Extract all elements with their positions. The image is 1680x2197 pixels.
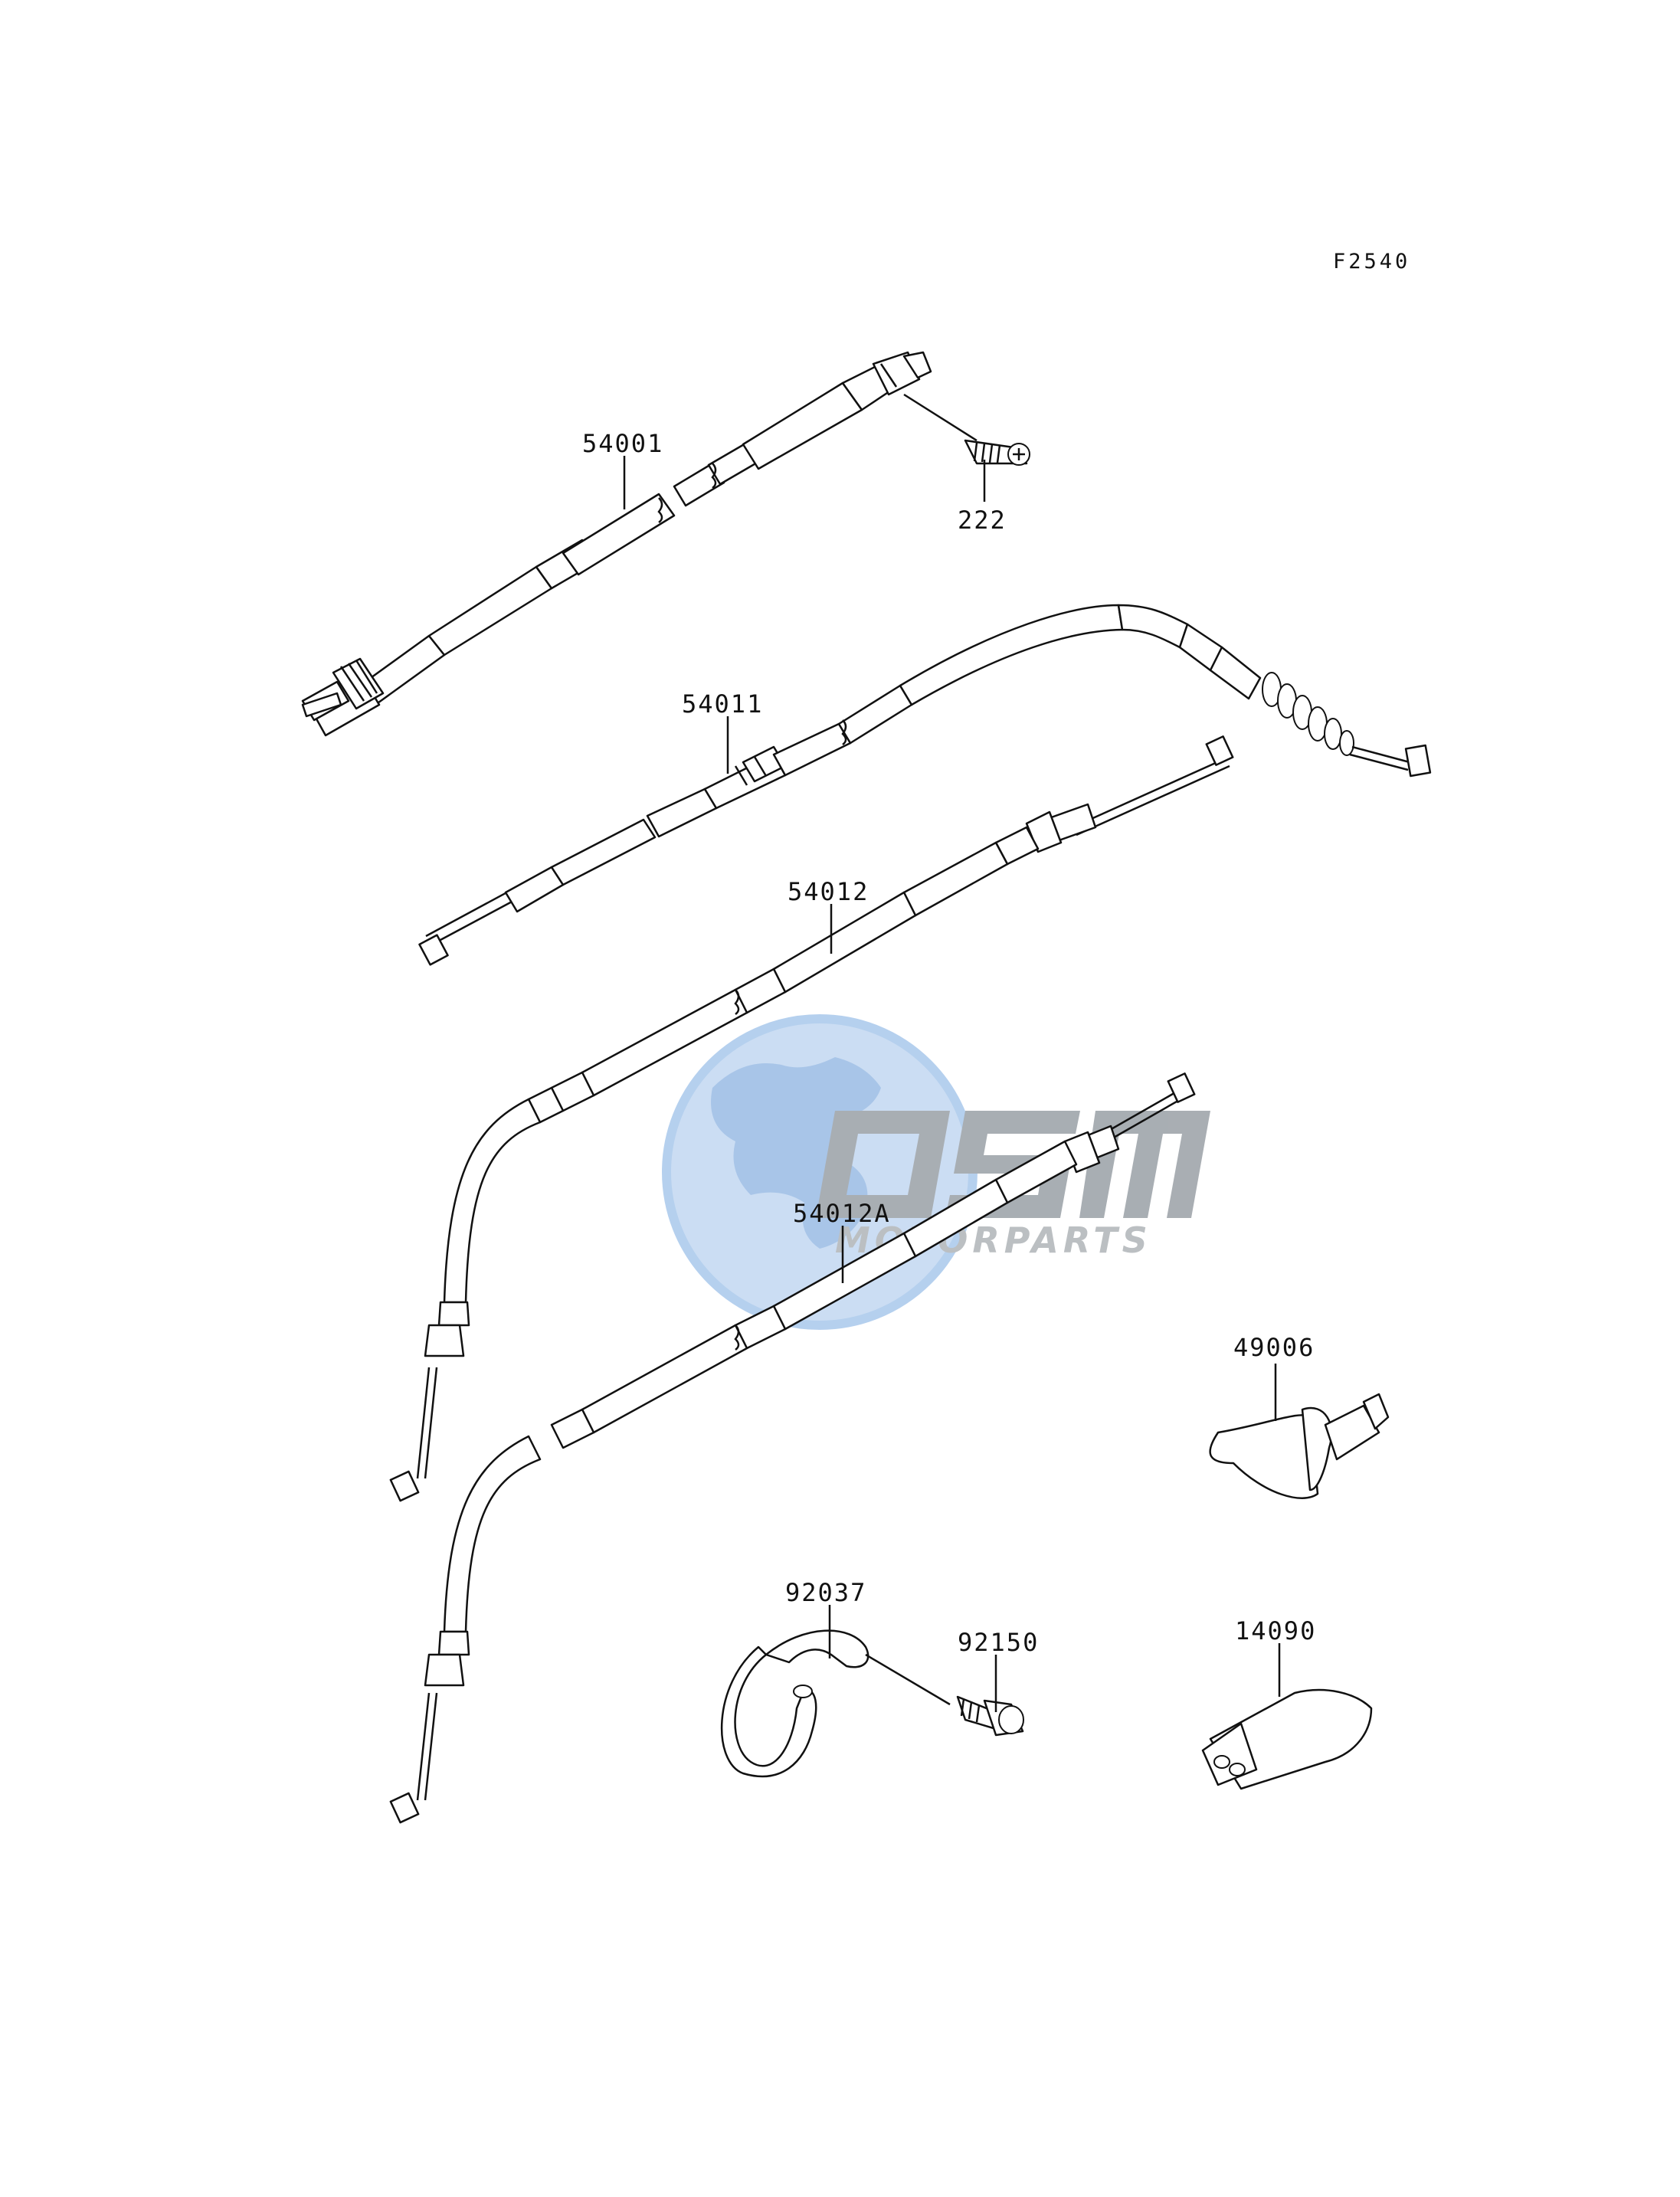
- screw-222: [903, 393, 1030, 466]
- part-number-54012: 54012: [788, 877, 869, 906]
- part-number-54012A: 54012A: [793, 1199, 891, 1228]
- clamp-92037: [720, 1629, 869, 1778]
- part-number-222: 222: [958, 506, 1007, 535]
- part-number-54001: 54001: [582, 429, 663, 458]
- clutch-cable-alt: [389, 1072, 1196, 1824]
- diagram-code: F2540: [1333, 250, 1410, 273]
- part-number-92150: 92150: [958, 1628, 1039, 1657]
- part-number-54011: 54011: [682, 689, 763, 719]
- watermark-logo: MOTORPARTS: [662, 1014, 1210, 1330]
- speedometer-cable: [301, 351, 932, 737]
- part-number-92037: 92037: [785, 1578, 866, 1607]
- part-number-14090: 14090: [1235, 1616, 1316, 1645]
- throttle-cable: [418, 604, 1432, 966]
- watermark-letter-m: [1079, 1111, 1210, 1218]
- watermark-letter-o: [816, 1111, 950, 1218]
- part-number-49006: 49006: [1233, 1333, 1315, 1362]
- cap-14090: [1201, 1688, 1373, 1790]
- watermark-letter-s: [945, 1111, 1080, 1218]
- clutch-cable: [389, 735, 1234, 1502]
- cable-cover-49006: [1209, 1393, 1390, 1499]
- bolt-92150: [865, 1653, 1024, 1737]
- leader-lines: [623, 456, 1281, 1712]
